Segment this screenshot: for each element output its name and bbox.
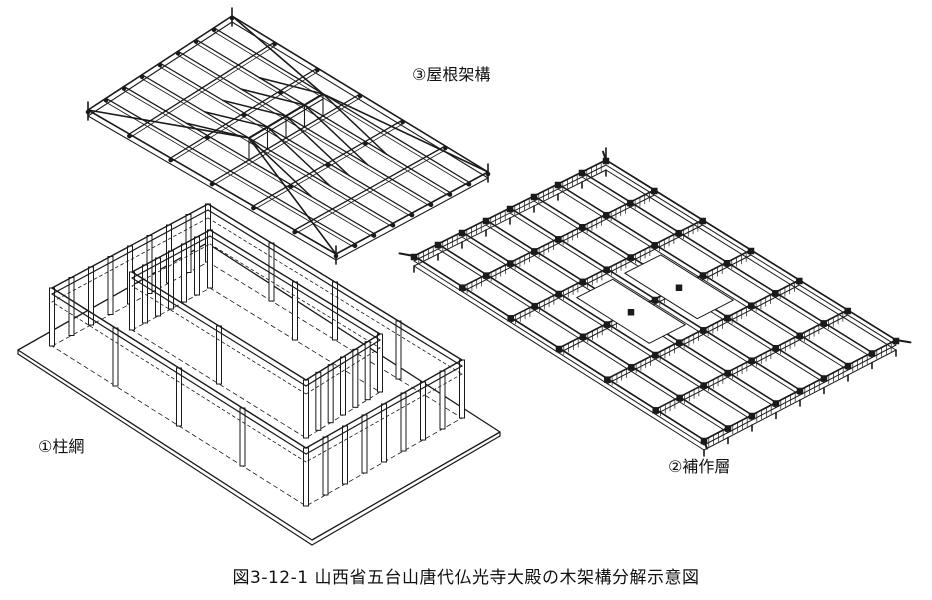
bracket-layer-drawing	[398, 147, 912, 457]
column-grid-drawing	[17, 203, 501, 546]
column-grid-label: ①柱網	[38, 437, 85, 456]
roof-frame-drawing	[85, 7, 491, 265]
roof-frame-label: ③屋根架構	[412, 65, 491, 84]
bracket-layer-label: ②補作層	[668, 457, 731, 476]
figure-caption: 図3-12-1 山西省五台山唐代仏光寺大殿の木架構分解示意図	[232, 568, 700, 588]
